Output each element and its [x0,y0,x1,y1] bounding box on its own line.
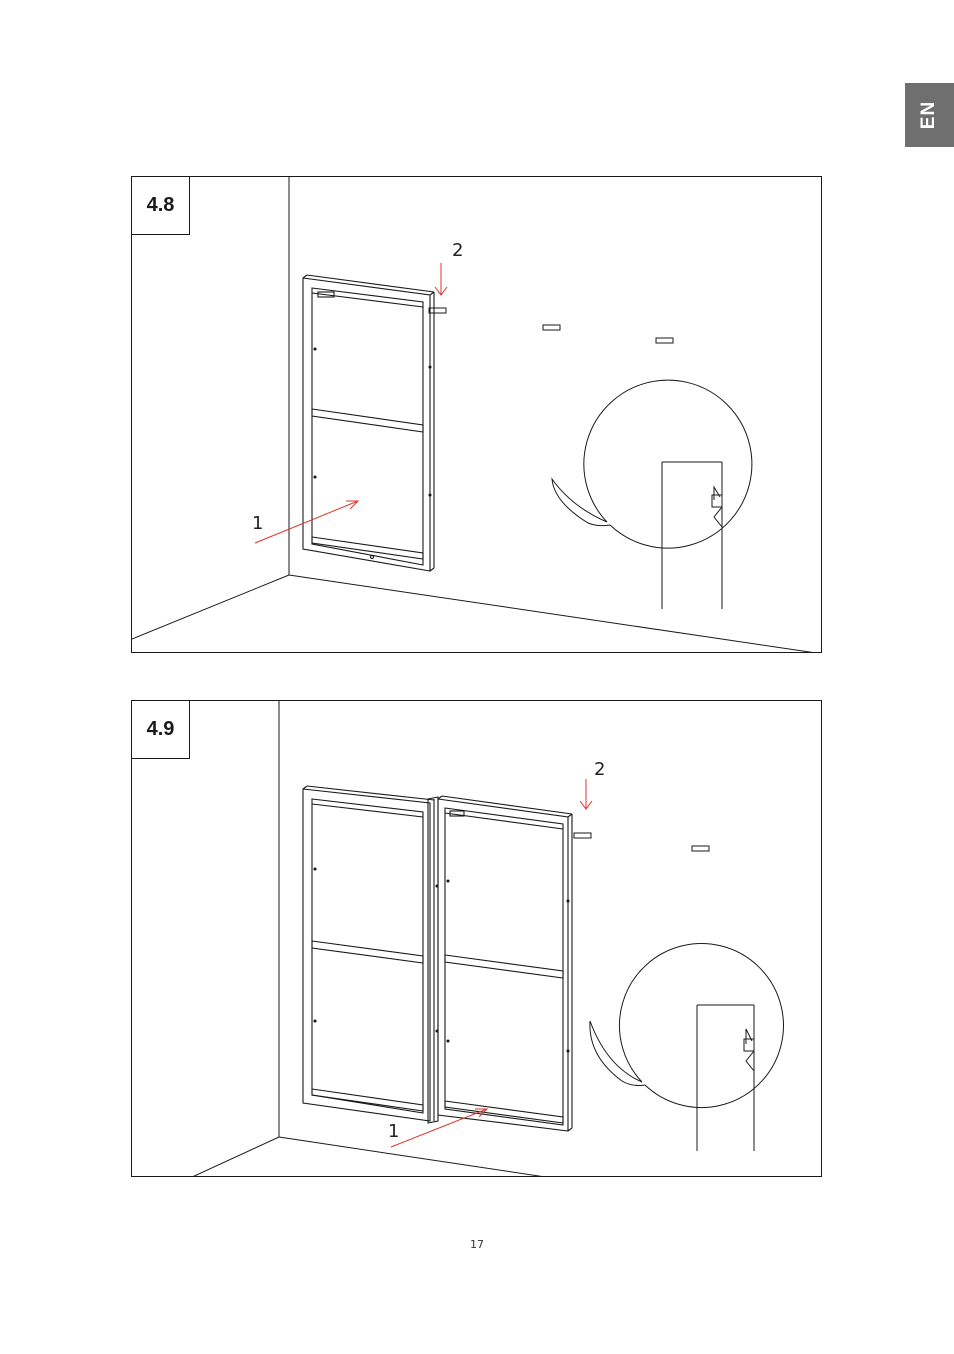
floor-left-line [132,575,289,639]
callout-2-label: 2 [594,759,605,780]
frame-panel-right [438,796,572,1131]
step-4-9-illustration [132,701,822,1177]
step-4-8-illustration [132,177,822,653]
floor-wall-line [279,1137,552,1177]
frame-panel-left [303,786,434,1121]
floor-left-line [190,1137,279,1177]
wall-bracket [429,308,673,343]
callout-1-arrow [255,501,358,543]
step-number: 4.9 [131,700,190,759]
step-panel-4-8: 4.8 1 2 [131,176,822,653]
detail-zoom-bubble [552,380,752,609]
frame-panel [303,275,434,571]
language-tab: EN [905,83,954,147]
callout-1-label: 1 [252,513,263,534]
step-panel-4-9: 4.9 1 2 [131,700,822,1177]
callout-1-label: 1 [388,1121,399,1142]
step-number: 4.8 [131,176,190,235]
callout-2-label: 2 [452,240,463,261]
wall-bracket [574,833,709,851]
language-tab-label: EN [919,101,941,129]
page-number: 17 [0,1238,954,1251]
floor-wall-line [289,575,822,653]
detail-zoom-bubble [590,944,784,1151]
